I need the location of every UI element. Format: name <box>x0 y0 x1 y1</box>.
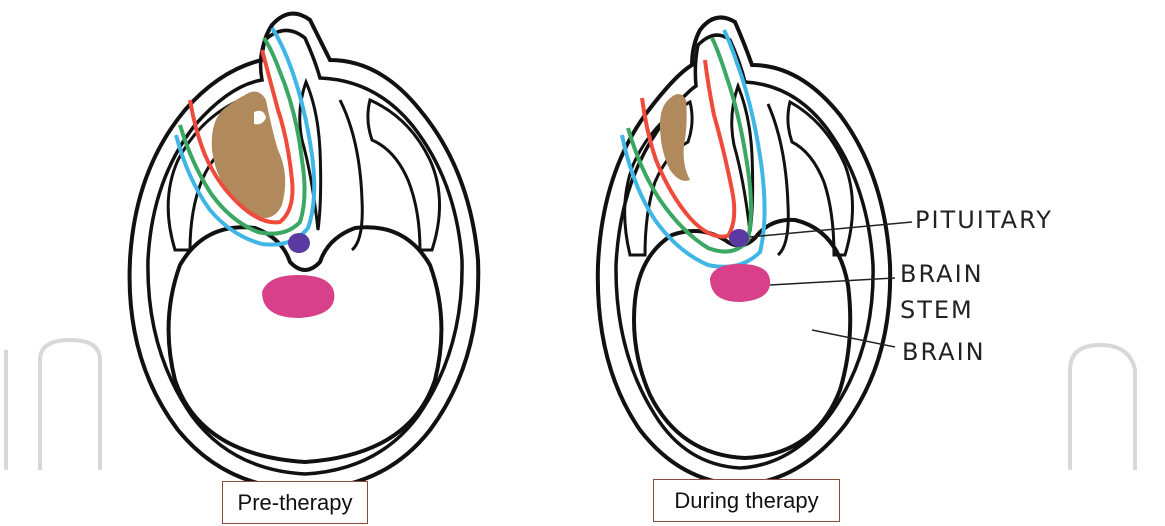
brain-stem-pointer <box>770 278 895 285</box>
pituitary <box>729 229 749 247</box>
caption-during-therapy: During therapy <box>653 479 840 522</box>
head-during-therapy <box>598 18 890 486</box>
caption-pre-therapy: Pre-therapy <box>222 481 368 524</box>
caption-during-therapy-text: During therapy <box>674 488 818 514</box>
red-contour <box>642 60 734 237</box>
caption-pre-therapy-text: Pre-therapy <box>238 490 353 516</box>
pituitary <box>288 233 310 253</box>
tumor <box>660 94 690 181</box>
label-pituitary: PITUITARY <box>915 206 1053 234</box>
brain-cavity <box>169 227 442 462</box>
tumor <box>212 91 285 218</box>
label-brain: BRAIN <box>902 338 986 366</box>
head-pre-therapy <box>130 14 479 490</box>
label-brain-stem-line2: STEM <box>900 296 974 324</box>
label-brain-stem-line1: BRAIN <box>900 260 984 288</box>
labels: PITUITARY BRAIN STEM BRAIN <box>750 206 1053 366</box>
brain-stem <box>710 264 770 302</box>
brain-stem <box>262 275 334 318</box>
brain-cavity <box>634 220 850 458</box>
